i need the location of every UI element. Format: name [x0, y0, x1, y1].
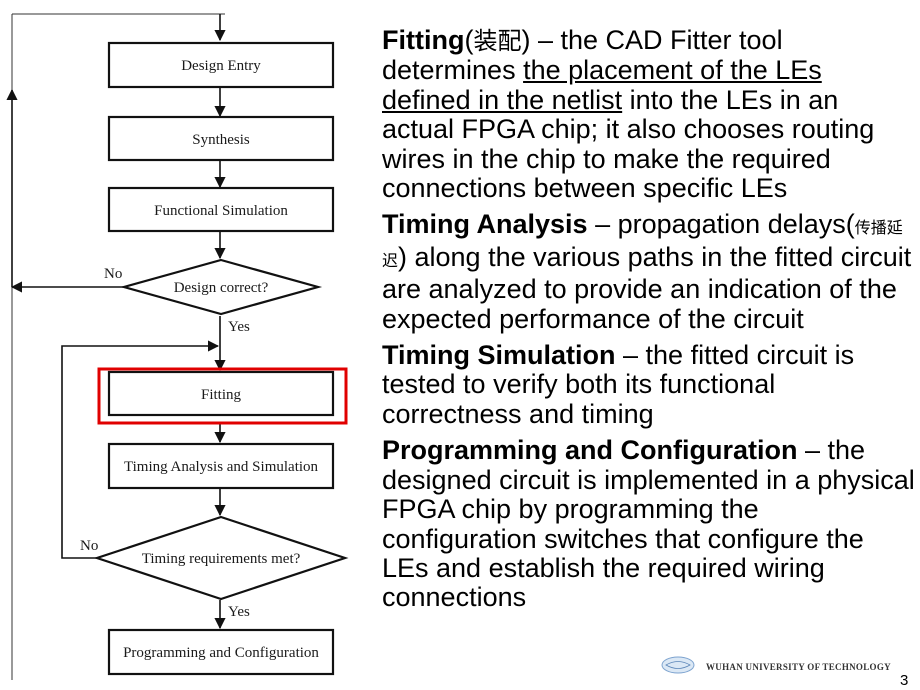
box-functional-simulation [107, 186, 335, 233]
fitting-dash: – the CAD Fitter tool determines [382, 25, 783, 86]
bullet-timing-simulation: Timing Simulation – the fitted circuit i… [382, 340, 916, 429]
loop-no-timing [61, 340, 220, 559]
label-programming-configuration: Programming and Configuration [123, 645, 319, 661]
diamond-design-correct [119, 258, 323, 316]
programming-rest: – the designed circuit is implemented in… [382, 435, 915, 613]
label-design-entry: Design Entry [181, 58, 261, 74]
term-timing-analysis: Timing Analysis [382, 209, 588, 240]
fitting-rest: into the LEs in an actual FPGA chip; it … [382, 84, 875, 204]
label-no-design: No [104, 266, 122, 282]
page-number: 3 [900, 672, 909, 689]
bullet-timing-analysis: Timing Analysis – propagation delays(传播延… [382, 210, 916, 334]
cjk-timing: 传播延迟 [382, 218, 903, 270]
label-timing-analysis-simulation: Timing Analysis and Simulation [124, 459, 319, 475]
university-logo-icon [661, 656, 695, 674]
term-fitting: Fitting [382, 25, 465, 55]
label-design-correct: Design correct? [174, 280, 269, 296]
fitting-highlight [97, 367, 348, 425]
design-flowchart: Design Entry Synthesis Functional Simula… [6, 13, 349, 680]
bullet-programming: Programming and Configuration – the desi… [382, 436, 916, 612]
term-programming: Programming and Configuration [382, 435, 798, 466]
label-fitting: Fitting [201, 387, 242, 403]
box-design-entry [107, 41, 335, 89]
box-timing-analysis-simulation [107, 442, 335, 490]
label-timing-requirements: Timing requirements met? [142, 551, 301, 567]
box-synthesis [107, 115, 335, 162]
term-timing-simulation: Timing Simulation [382, 340, 616, 371]
description-panel: Fitting(装配) – the CAD Fitter tool determ… [382, 25, 916, 620]
label-functional-simulation: Functional Simulation [154, 203, 288, 219]
label-yes-timing: Yes [228, 604, 250, 620]
label-no-timing: No [80, 538, 98, 554]
box-programming-configuration [107, 628, 335, 676]
footer-university: WUHAN UNIVERSITY OF TECHNOLOGY [706, 662, 891, 672]
box-fitting [107, 370, 335, 417]
bullet-fitting: Fitting(装配) – the CAD Fitter tool determ… [382, 25, 875, 204]
diamond-timing-requirements [93, 515, 349, 601]
label-yes-design: Yes [228, 319, 250, 335]
cjk-fitting: 装配 [473, 27, 522, 55]
fitting-underlined: the placement of the LEs defined in the … [382, 55, 822, 115]
timing-analysis-pre: – propagation delays( [587, 209, 855, 240]
timing-simulation-rest: – the fitted circuit is tested to verify… [382, 340, 855, 429]
timing-analysis-rest: ) along the various paths in the fitted … [382, 241, 912, 334]
label-synthesis: Synthesis [192, 132, 250, 148]
